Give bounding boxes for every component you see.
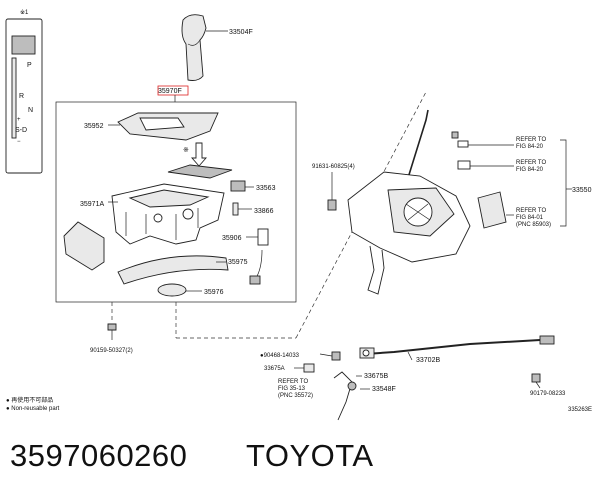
shift-gate-indicator: P R N + S-D − <box>5 18 43 174</box>
ref3-line3: (PNC 85903) <box>516 222 551 228</box>
label-35971A: 35971A <box>80 201 104 208</box>
gate-sd: S-D <box>15 127 27 134</box>
spring-33866 <box>232 202 239 216</box>
part-number: 3597060260 <box>10 438 187 473</box>
cover-plate <box>63 221 105 271</box>
legend-jp: ● 再使用不可部品 <box>6 396 53 404</box>
label-33563: 33563 <box>256 185 276 192</box>
bolt-90159 <box>107 323 117 331</box>
label-33866: 33866 <box>254 208 274 215</box>
ref2-line2: FIG 84-20 <box>516 167 544 173</box>
cable-33702B <box>359 335 555 359</box>
ref1-line1: REFER TO <box>516 137 546 143</box>
gate-r: R <box>19 93 24 100</box>
gate-n: N <box>28 107 33 114</box>
label-33702B: 33702B <box>416 357 440 364</box>
ref4-line1: REFER TO <box>278 379 308 385</box>
gate-plus: + <box>17 117 21 123</box>
label-35976: 35976 <box>204 289 224 296</box>
disc-35976 <box>157 283 187 297</box>
label-90468: ●90468-14033 <box>260 353 300 359</box>
label-35906: 35906 <box>222 235 242 242</box>
plate-35952 <box>117 112 219 141</box>
label-35952: 35952 <box>84 123 104 130</box>
housing-35971A <box>111 183 225 245</box>
shift-lever-assembly-33550 <box>347 109 507 295</box>
ref4-line3: (PNC 35572) <box>278 393 313 399</box>
part-35906 <box>257 228 269 246</box>
curved-plate-35975 <box>117 255 229 285</box>
label-90179: 90179-08233 <box>530 391 566 397</box>
label-35975: 35975 <box>228 259 248 266</box>
ref3-line2: FIG 84-01 <box>516 215 544 221</box>
label-33504F: 33504F <box>229 29 253 36</box>
label-33675A: 33675A <box>264 366 285 372</box>
ref1-line2: FIG 84-20 <box>516 144 544 150</box>
label-90159: 90159-50327(2) <box>90 348 133 354</box>
ref2-line1: REFER TO <box>516 160 546 166</box>
brand-name: TOYOTA <box>246 438 374 473</box>
gate-minus: − <box>17 139 21 145</box>
gate-p: P <box>27 62 32 69</box>
asterisk-note: ※1 <box>20 9 29 16</box>
label-33675B: 33675B <box>364 373 388 380</box>
shift-knob-33504F <box>181 14 207 81</box>
part-33563 <box>230 180 246 192</box>
diagram-code: 335263E <box>568 407 592 413</box>
legend-en: ● Non-reusable part <box>6 406 60 412</box>
bolt-90179 <box>531 373 541 383</box>
label-33548F: 33548F <box>372 386 396 393</box>
label-35970F: 35970F <box>158 88 182 95</box>
label-91631: 91631-60825(4) <box>312 164 355 170</box>
lower-linkage <box>333 371 353 421</box>
highlight-35970F <box>157 85 189 96</box>
assembly-marker: ※ <box>183 147 189 154</box>
label-33550: 33550 <box>572 187 592 194</box>
ref3-line1: REFER TO <box>516 208 546 214</box>
ref4-line2: FIG 35-13 <box>278 386 306 392</box>
